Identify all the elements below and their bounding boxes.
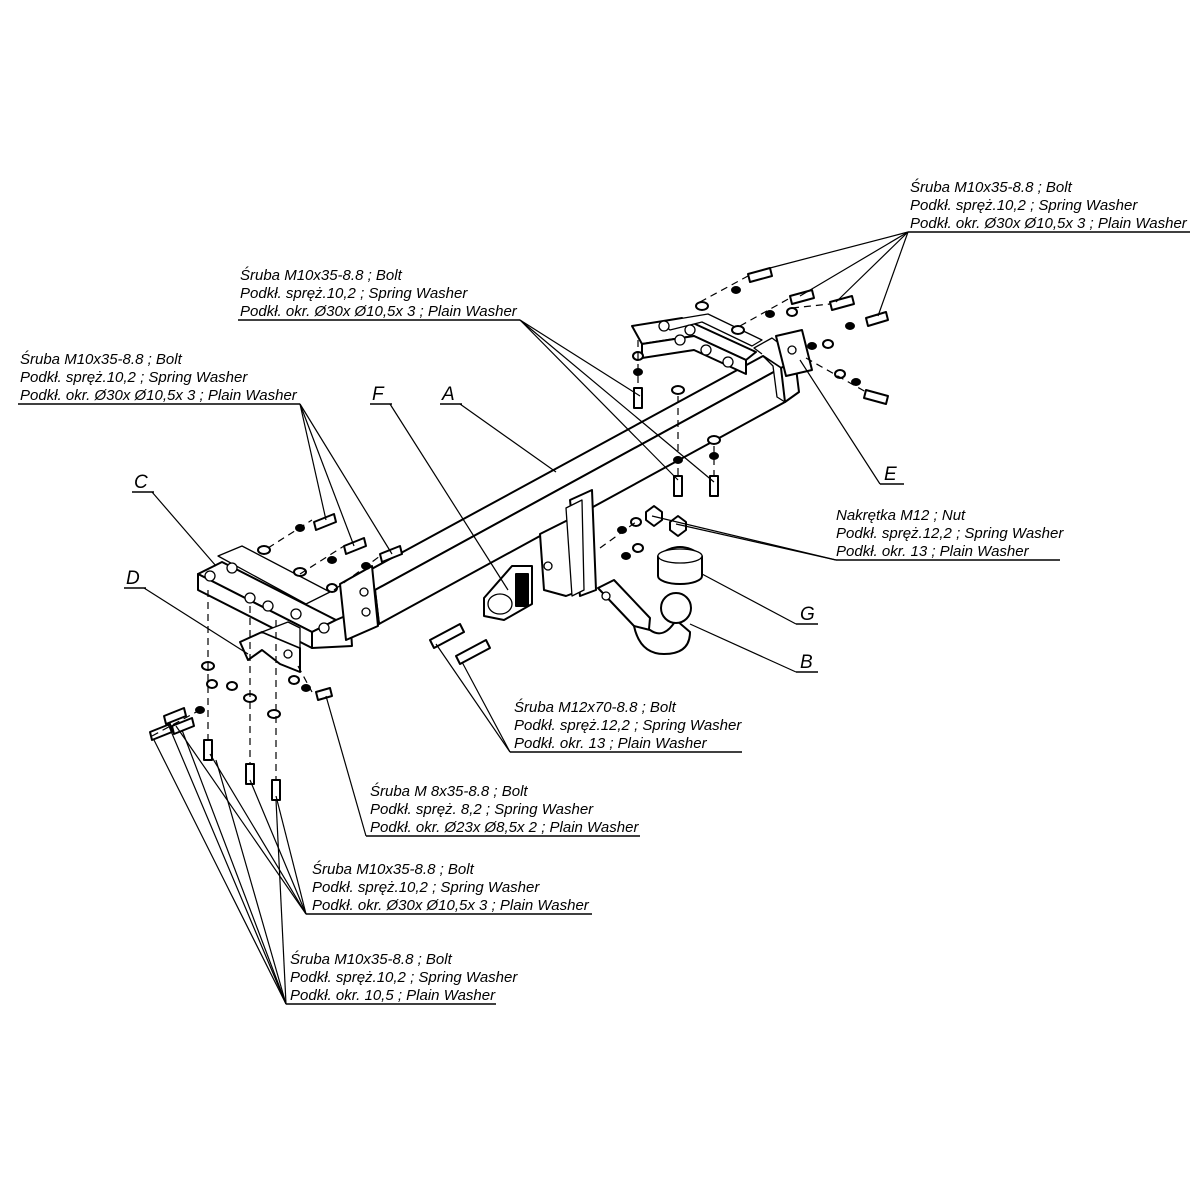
callout-line: Podkł. spręż. 8,2 ; Spring Washer — [370, 801, 594, 818]
letter-a: A — [441, 384, 455, 405]
callout-line: Podkł. spręż.10,2 ; Spring Washer — [240, 285, 468, 302]
callout-line: Śruba M 8x35-8.8 ; Bolt — [370, 782, 528, 800]
callout-line: Śruba M10x35-8.8 ; Bolt — [910, 178, 1073, 196]
callout-line: Podkł. spręż.12,2 ; Spring Washer — [836, 525, 1064, 542]
callout-line: Podkł. okr. 13 ; Plain Washer — [836, 543, 1030, 560]
callout-left: Śruba M10x35-8.8 ; Bolt Podkł. spręż.10,… — [20, 350, 298, 404]
callout-line: Śruba M10x35-8.8 ; Bolt — [240, 266, 403, 284]
callout-line: Podkł. spręż.10,2 ; Spring Washer — [910, 197, 1138, 214]
callout-m12-bolt: Śruba M12x70-8.8 ; Bolt Podkł. spręż.12,… — [514, 698, 742, 752]
callout-line: Śruba M12x70-8.8 ; Bolt — [514, 698, 677, 716]
callout-line: Nakrętka M12 ; Nut — [836, 507, 966, 524]
callout-line: Podkł. okr. Ø30x Ø10,5x 3 ; Plain Washer — [240, 303, 518, 320]
callout-line: Podkł. okr. 10,5 ; Plain Washer — [290, 987, 496, 1004]
callout-line: Śruba M10x35-8.8 ; Bolt — [20, 350, 183, 368]
assembly-guide-lines — [151, 275, 867, 780]
letter-b: B — [800, 652, 813, 673]
callout-line: Podkł. okr. Ø30x Ø10,5x 3 ; Plain Washer — [312, 897, 590, 914]
letter-f: F — [372, 384, 385, 405]
callout-m8-bolt: Śruba M 8x35-8.8 ; Bolt Podkł. spręż. 8,… — [370, 782, 639, 836]
callout-bottom-1: Śruba M10x35-8.8 ; Bolt Podkł. spręż.10,… — [312, 860, 590, 914]
callout-line: Podkł. okr. 13 ; Plain Washer — [514, 735, 708, 752]
tow-ball-cover-g — [657, 546, 703, 585]
letter-g: G — [800, 604, 815, 625]
letter-e: E — [884, 464, 897, 485]
callout-line: Podkł. spręż.10,2 ; Spring Washer — [312, 879, 540, 896]
callout-line: Podkł. okr. Ø23x Ø8,5x 2 ; Plain Washer — [370, 819, 639, 836]
callout-line: Podkł. spręż.10,2 ; Spring Washer — [20, 369, 248, 386]
part-letters: A F C D E G B — [126, 384, 897, 673]
callout-line: Śruba M10x35-8.8 ; Bolt — [312, 860, 475, 878]
letter-d: D — [126, 568, 140, 589]
socket-plate-f — [483, 565, 533, 621]
callout-line: Podkł. spręż.12,2 ; Spring Washer — [514, 717, 742, 734]
tow-ball-neck-b — [597, 579, 692, 655]
callout-nut: Nakrętka M12 ; Nut Podkł. spręż.12,2 ; S… — [836, 507, 1064, 560]
callout-line: Podkł. spręż.10,2 ; Spring Washer — [290, 969, 518, 986]
callout-line: Podkł. okr. Ø30x Ø10,5x 3 ; Plain Washer — [910, 215, 1188, 232]
leader-lines — [18, 231, 1190, 1005]
callout-line: Śruba M10x35-8.8 ; Bolt — [290, 950, 453, 968]
callout-line: Podkł. okr. Ø30x Ø10,5x 3 ; Plain Washer — [20, 387, 298, 404]
callout-top-center: Śruba M10x35-8.8 ; Bolt Podkł. spręż.10,… — [240, 266, 518, 320]
right-mounting-bracket — [631, 313, 813, 377]
letter-c: C — [134, 472, 148, 493]
callout-top-right: Śruba M10x35-8.8 ; Bolt Podkł. spręż.10,… — [910, 178, 1188, 232]
hitch-mounting-plate — [539, 489, 597, 597]
small-bracket-d — [239, 621, 301, 673]
callout-bottom-2: Śruba M10x35-8.8 ; Bolt Podkł. spręż.10,… — [290, 950, 518, 1004]
